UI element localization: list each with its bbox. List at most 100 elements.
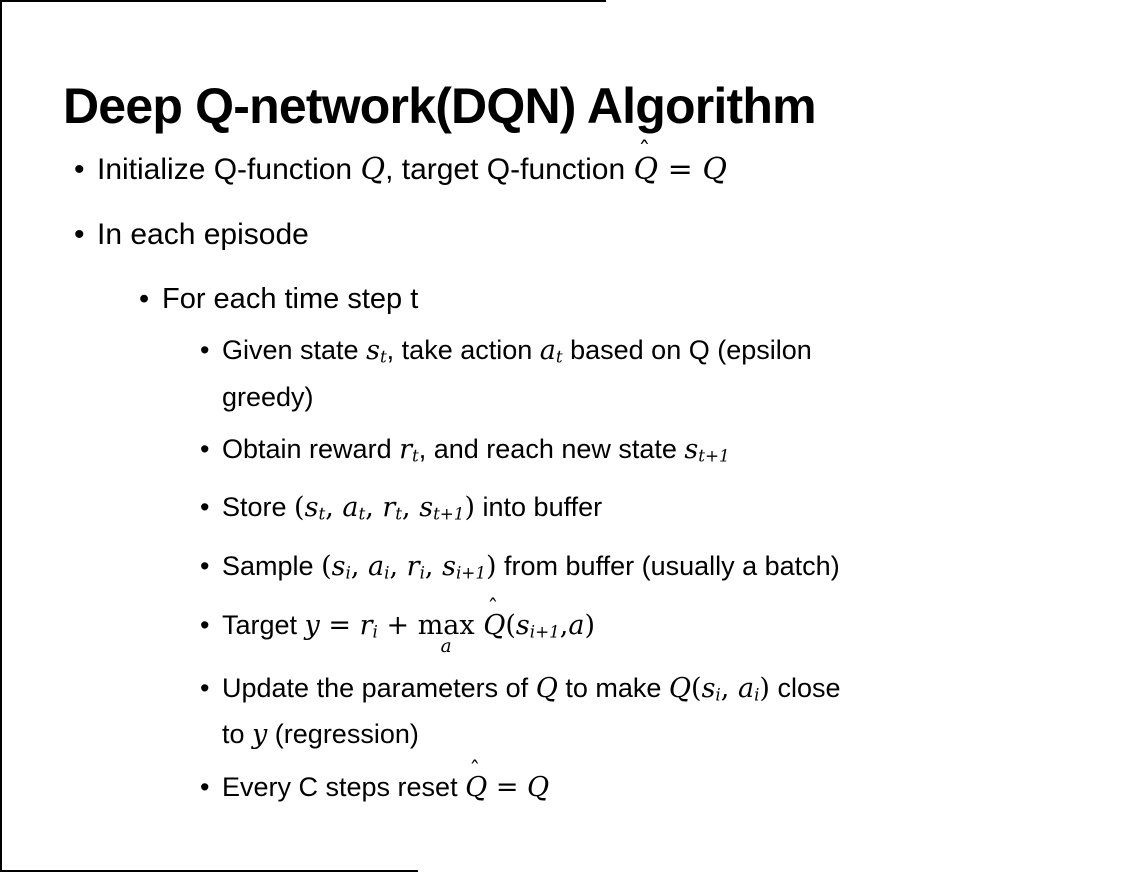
text-segment: , (365, 492, 383, 524)
text-segment: ) (464, 492, 476, 524)
text-segment: t (318, 504, 326, 525)
text-segment: , (350, 551, 368, 583)
text-segment: ( (321, 551, 332, 583)
text-segment: a (368, 551, 385, 583)
text-segment: t (412, 445, 419, 466)
bullet-item: •Sample (si, ai, ri, si+1) from buffer (… (0, 546, 1110, 593)
text-segment: close (769, 672, 841, 703)
text-segment: i+1 (455, 562, 486, 583)
text-segment: = (658, 152, 703, 187)
text-segment: a (568, 609, 585, 641)
bullet-text: Initialize Q-function Q, target Q-functi… (0, 139, 1110, 191)
text-segment: s (515, 609, 530, 641)
text-segment: , target Q-function (385, 153, 634, 186)
slide-top-border (0, 0, 606, 2)
text-segment: For each time step t (162, 283, 419, 315)
text-segment: r (382, 492, 396, 524)
text-segment: i (419, 562, 425, 583)
text-segment: ( (505, 609, 516, 641)
text-segment: Update the parameters of (222, 672, 536, 703)
text-segment: y (304, 609, 320, 641)
text-segment: Q (465, 772, 488, 804)
bullet-marker: • (200, 433, 210, 464)
bullet-marker: • (74, 218, 85, 251)
text-segment: s (701, 672, 716, 704)
slide-left-border (0, 0, 2, 872)
text-segment: , take action (386, 335, 540, 365)
bullet-item: •Given state st, take action at based on… (0, 330, 1110, 417)
text-segment: ( (691, 672, 702, 704)
text-segment: s (304, 492, 319, 524)
text-segment: s (684, 433, 699, 465)
bullet-text: In each episode (0, 213, 1110, 256)
text-segment: ( (294, 492, 305, 524)
bullet-marker: • (200, 335, 210, 365)
text-segment: Q (535, 672, 558, 704)
hat-icon: ˆ (638, 137, 651, 166)
text-segment: t+1 (698, 445, 730, 466)
text-segment: i (715, 684, 721, 705)
bullet-text: Obtain reward rt, and reach new state st… (0, 429, 1110, 476)
bullet-marker: • (200, 772, 210, 803)
text-segment: max (417, 609, 475, 641)
text-segment: i (372, 621, 378, 642)
text-segment: s (419, 492, 434, 524)
text-segment: i (754, 684, 760, 705)
bullet-marker: • (200, 609, 210, 640)
text-segment: r (406, 551, 420, 583)
text-segment: , (424, 551, 443, 583)
text-segment: t (395, 504, 403, 525)
text-segment: (regression) (267, 719, 419, 750)
text-segment: In each episode (97, 218, 309, 251)
bullet-item: •Obtain reward rt, and reach new state s… (0, 429, 1110, 476)
bullet-item: •Update the parameters of Q to make Q(si… (0, 668, 1110, 756)
text-segment: = (319, 609, 360, 641)
text-segment: Given state (222, 335, 367, 365)
bullet-marker: • (200, 551, 210, 582)
text-segment: s (331, 551, 346, 583)
text-segment: Q (633, 152, 659, 187)
slide-bottom-border (0, 870, 418, 872)
text-segment: = (487, 772, 528, 804)
text-segment: ) (584, 609, 596, 641)
hat-icon: ˆ (469, 758, 481, 784)
bullet-item: •Initialize Q-function Q, target Q-funct… (0, 139, 1110, 191)
bullet-list: •Initialize Q-function Q, target Q-funct… (0, 139, 1110, 820)
text-segment: s (366, 335, 380, 366)
operator-subscript: a (440, 636, 452, 658)
bullet-text: Given state st, take action at based on … (0, 330, 1110, 417)
text-segment: Q (360, 152, 386, 187)
text-segment: y (252, 719, 268, 751)
text-segment: ) (759, 672, 770, 704)
text-segment: to (222, 719, 253, 750)
bullet-marker: • (200, 672, 210, 703)
hat-icon: ˆ (487, 595, 499, 621)
text-segment: Sample (222, 551, 322, 582)
text-segment: i+1 (529, 621, 560, 642)
text-segment: Initialize Q-function (97, 153, 361, 186)
bullet-item: •For each time step t (0, 278, 1110, 320)
text-segment: , (325, 492, 343, 524)
text-segment: based on Q (epsilon (562, 335, 812, 365)
slide-title: Deep Q-network(DQN) Algorithm (63, 77, 817, 134)
text-segment: t (379, 346, 387, 367)
bullet-text: Store (st, at, rt, st+1) into buffer (0, 487, 1110, 534)
bullet-text: Update the parameters of Q to make Q(si,… (0, 668, 1110, 756)
bullet-marker: • (200, 492, 210, 523)
text-segment: a (737, 672, 755, 704)
text-segment: Q (527, 772, 550, 804)
text-segment: Q (483, 609, 506, 641)
text-segment: + (377, 609, 418, 641)
bullet-text: For each time step t (0, 278, 1110, 320)
bullet-item: •Store (st, at, rt, st+1) into buffer (0, 487, 1110, 534)
bullet-item: • In each episode (0, 213, 1110, 256)
text-segment: , (402, 492, 420, 524)
text-segment (475, 610, 484, 641)
bullet-marker: • (74, 153, 85, 186)
